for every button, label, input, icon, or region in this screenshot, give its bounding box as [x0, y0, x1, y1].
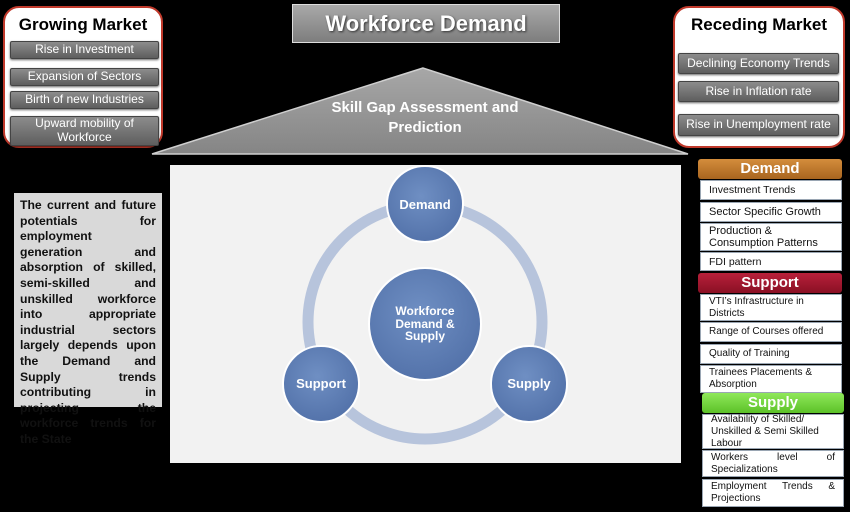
- supply-item-2: Workers level of Specializations: [702, 450, 844, 477]
- demand-node-label: Demand: [399, 197, 451, 212]
- roof-triangle: [151, 67, 689, 155]
- receding-item-2[interactable]: Rise in Inflation rate: [678, 81, 839, 102]
- support-item-1: VTI’s Infrastructure in Districts: [700, 294, 842, 321]
- growing-item-3[interactable]: Birth of new Industries: [10, 91, 159, 109]
- demand-item-3: Production & Consumption Patterns: [700, 223, 842, 251]
- support-node[interactable]: [282, 345, 360, 423]
- growing-item-2[interactable]: Expansion of Sectors: [10, 68, 159, 86]
- support-node-label: Support: [296, 376, 346, 391]
- center-label: Workforce Demand & Supply: [395, 304, 455, 343]
- demand-header: Demand: [698, 159, 842, 179]
- roof-text: Skill Gap Assessment and Prediction: [331, 99, 519, 136]
- demand-item-1: Investment Trends: [700, 180, 842, 200]
- description-text: The current and future potentials for em…: [14, 193, 162, 446]
- supply-node[interactable]: [490, 345, 568, 423]
- growing-item-4[interactable]: Upward mobility of Workforce: [10, 116, 159, 146]
- demand-item-2: Sector Specific Growth: [700, 202, 842, 222]
- receding-market-panel: Receding Market Declining Economy Trends…: [673, 6, 845, 148]
- demand-node[interactable]: [386, 165, 464, 243]
- support-header: Support: [698, 273, 842, 293]
- support-item-3: Quality of Training: [700, 344, 842, 364]
- center-circle: [368, 267, 482, 381]
- page-title: Workforce Demand: [292, 4, 560, 43]
- receding-item-1[interactable]: Declining Economy Trends: [678, 53, 839, 74]
- receding-item-3[interactable]: Rise in Unemployment rate: [678, 114, 839, 136]
- supply-item-3: Employment Trends & Projections: [702, 479, 844, 507]
- growing-market-panel: Growing Market Rise in Investment Expans…: [3, 6, 163, 148]
- supply-node-label: Supply: [507, 376, 551, 391]
- supply-item-1: Availability of Skilled/ Unskilled & Sem…: [702, 414, 844, 449]
- demand-item-4: FDI pattern: [700, 252, 842, 271]
- growing-market-title: Growing Market: [18, 15, 148, 34]
- receding-market-title: Receding Market: [690, 15, 828, 34]
- support-item-4: Trainees Placements & Absorption: [700, 365, 842, 393]
- growing-item-1[interactable]: Rise in Investment: [10, 41, 159, 59]
- support-item-2: Range of Courses offered: [700, 322, 842, 342]
- cycle-diagram: [282, 165, 568, 445]
- supply-header: Supply: [702, 393, 844, 413]
